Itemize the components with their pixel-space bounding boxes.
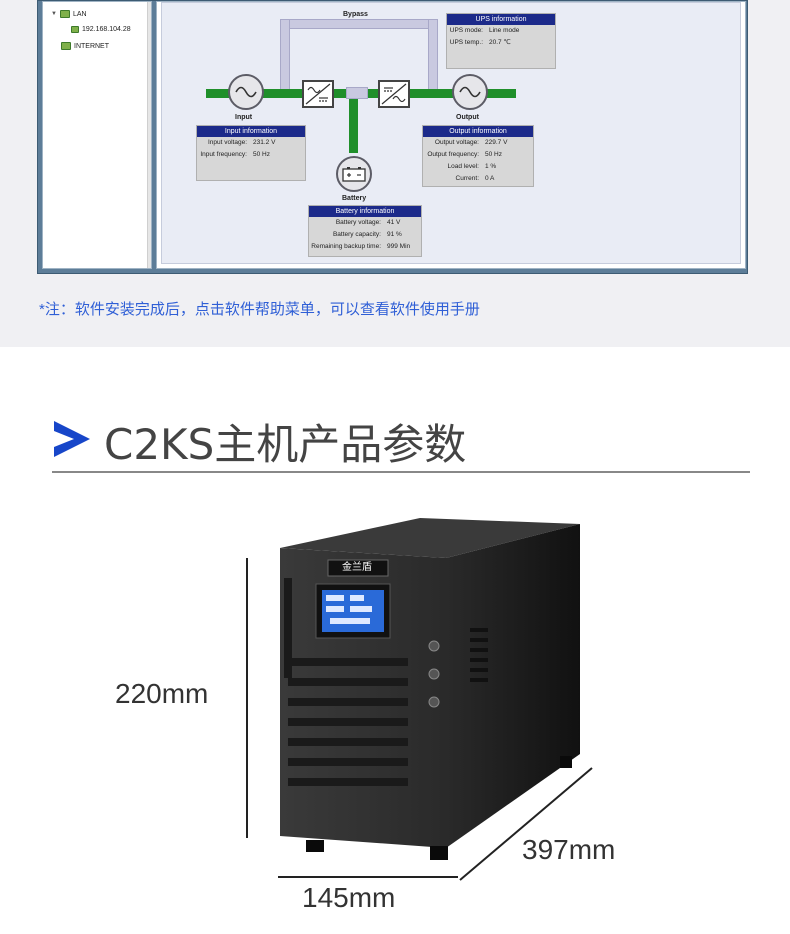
- ups-info-box: UPS information UPS mode: Line mode UPS t…: [446, 13, 556, 69]
- network-icon: [61, 42, 71, 50]
- backup-time-value: 999 Min: [387, 243, 411, 250]
- computer-icon: [71, 26, 79, 33]
- rectifier-icon: [305, 83, 331, 105]
- tree-item-ip-label: 192.168.104.28: [82, 26, 131, 33]
- battery-voltage-value: 41 V: [387, 219, 401, 226]
- input-voltage-value: 231.2 V: [253, 139, 276, 146]
- ups-monitor-window: ▼ LAN 192.168.104.28 INTERNET Bypass: [37, 0, 748, 274]
- load-level-value: 1 %: [485, 163, 497, 170]
- tree-item-internet-label: INTERNET: [74, 42, 109, 50]
- battery-power-line: [349, 93, 358, 153]
- ups-flow-diagram: Bypass Input: [161, 2, 741, 264]
- ups-temp-key: UPS temp.:: [449, 39, 483, 46]
- tree-item-lan[interactable]: ▼ LAN: [51, 10, 87, 18]
- bypass-label: Bypass: [343, 11, 368, 18]
- bypass-pipe-top: [280, 19, 438, 29]
- dc-bus-connector: [346, 87, 368, 99]
- battery-info-title: Battery information: [309, 206, 421, 217]
- ups-info-title: UPS information: [447, 14, 555, 25]
- input-info-box: Input information Input voltage:231.2 V …: [196, 125, 306, 181]
- ups-tower-image: [280, 518, 580, 860]
- inverter-block[interactable]: [378, 80, 410, 108]
- bypass-pipe-left: [280, 19, 290, 97]
- output-info-title: Output information: [423, 126, 533, 137]
- output-voltage-value: 229.7 V: [485, 139, 508, 146]
- section-title: C2KS主机产品参数: [104, 420, 467, 469]
- load-level-key: Load level:: [447, 163, 479, 170]
- software-screenshot-band: ▼ LAN 192.168.104.28 INTERNET Bypass: [0, 0, 790, 347]
- ups-mode-key: UPS mode:: [449, 27, 483, 34]
- output-load-node[interactable]: [452, 74, 488, 110]
- rectifier-block[interactable]: [302, 80, 334, 108]
- output-info-box: Output information Output voltage: 229.7 …: [422, 125, 534, 187]
- output-frequency-key: Output frequency:: [427, 151, 479, 158]
- current-value: 0 A: [485, 175, 495, 182]
- output-voltage-key: Output voltage:: [434, 139, 479, 146]
- battery-voltage-key: Battery voltage:: [335, 219, 381, 226]
- tree-scrollbar[interactable]: [147, 2, 151, 268]
- input-frequency-value: 50 Hz: [253, 151, 270, 158]
- height-label: 220mm: [115, 678, 209, 709]
- width-dimension-line: [278, 876, 458, 878]
- ups-temp-value: 20.7 ℃: [489, 39, 511, 46]
- depth-label: 397mm: [522, 834, 616, 865]
- device-tree-panel: ▼ LAN 192.168.104.28 INTERNET: [42, 1, 152, 269]
- ups-mode-value: Line mode: [489, 27, 520, 34]
- output-label: Output: [456, 114, 479, 121]
- inverter-icon: [381, 83, 407, 105]
- ups-diagram-panel: Bypass Input: [156, 1, 746, 269]
- battery-capacity-value: 91 %: [387, 231, 402, 238]
- output-frequency-value: 50 Hz: [485, 151, 502, 158]
- input-frequency-key: Input frequency:: [200, 151, 247, 158]
- tree-item-lan-label: LAN: [72, 10, 87, 18]
- battery-label: Battery: [342, 195, 367, 202]
- network-icon: [59, 10, 70, 18]
- battery-capacity-key: Battery capacity:: [332, 231, 381, 238]
- software-manual-note: *注：软件安装完成后，点击软件帮助菜单，可以查看软件使用手册: [39, 301, 480, 318]
- heading-divider: [52, 471, 750, 473]
- battery-icon: [342, 167, 366, 182]
- tree-item-lan-device[interactable]: 192.168.104.28: [71, 26, 131, 33]
- width-label: 145mm: [302, 882, 396, 913]
- input-source-node[interactable]: [228, 74, 264, 110]
- input-label: Input: [235, 114, 253, 121]
- expand-arrow-icon[interactable]: ▼: [51, 11, 57, 17]
- bypass-pipe-right: [428, 19, 438, 97]
- section-heading: C2KS主机产品参数: [52, 407, 750, 475]
- brand-logo: 金兰盾: [342, 562, 372, 573]
- backup-time-key: Remaining backup time:: [311, 243, 381, 250]
- battery-node[interactable]: [336, 156, 372, 192]
- chevron-right-icon: [54, 421, 90, 457]
- height-dimension-line: [246, 558, 248, 838]
- current-key: Current:: [455, 175, 479, 182]
- depth-dimension-line: [459, 767, 593, 881]
- ac-sine-icon: [235, 86, 257, 98]
- tree-item-internet[interactable]: INTERNET: [61, 42, 109, 50]
- input-voltage-key: Input voltage:: [207, 139, 247, 146]
- input-info-title: Input information: [197, 126, 305, 137]
- battery-info-box: Battery information Battery voltage: 41 V…: [308, 205, 422, 257]
- ac-sine-icon: [459, 86, 481, 98]
